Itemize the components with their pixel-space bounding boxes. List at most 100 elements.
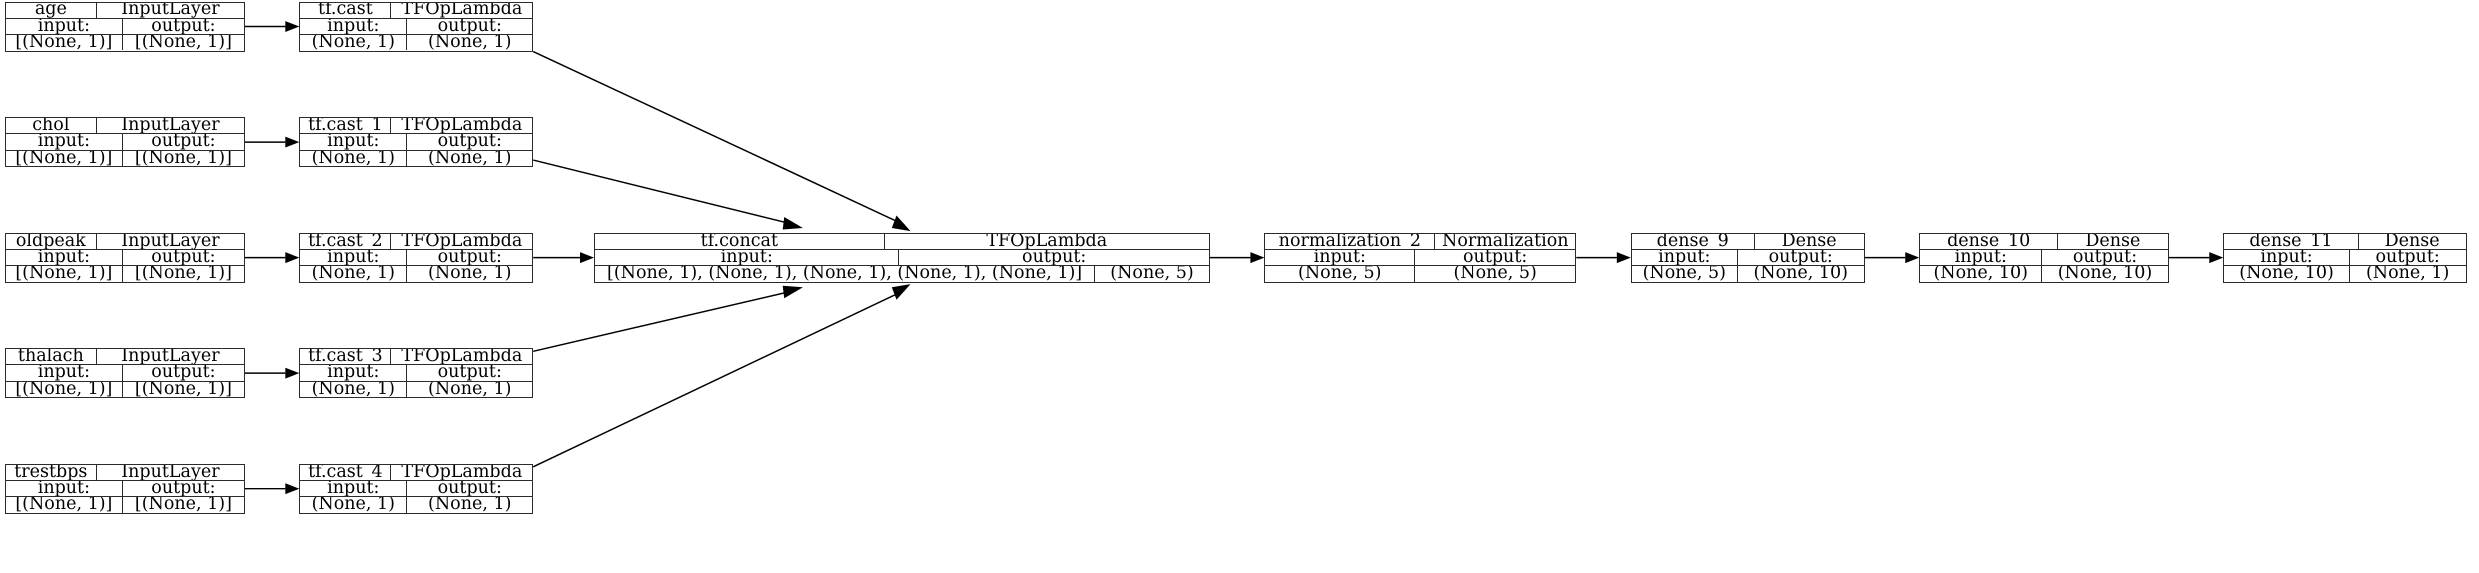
layer-class: InputLayer	[121, 118, 220, 134]
edge-tfcast2-to-concat	[533, 252, 595, 264]
edge-tfcast-to-concat	[532, 50, 911, 232]
edge-dense9-to-dense10	[1864, 252, 1920, 264]
input-label: input:	[2224, 249, 2350, 266]
input-shape: (None, 1)	[300, 497, 408, 513]
layer-class: Dense	[2384, 233, 2440, 249]
layer-name: tf.cast_2	[300, 233, 392, 249]
output-label: output:	[437, 18, 502, 35]
layer-class: InputLayer	[121, 233, 220, 249]
input-label: input:	[1920, 249, 2043, 266]
layer-name: chol	[6, 118, 97, 134]
edge-chol-to-tfcast1	[244, 136, 300, 148]
node-shape-row: (None, 1) (None, 1)	[300, 266, 532, 282]
node-io-row: input:output:	[300, 365, 533, 382]
input-label: input:	[6, 481, 124, 497]
node-io-row: input:output:	[300, 18, 533, 36]
input-shape: [(None, 1)]	[6, 35, 124, 51]
output-label: output:	[1022, 249, 1087, 266]
input-label: input:	[1632, 249, 1738, 266]
output-label: output:	[437, 134, 502, 150]
node-title-row: chol InputLayer	[5, 118, 244, 135]
output-label: output:	[437, 249, 502, 266]
input-shape: (None, 1)	[300, 381, 408, 398]
edge-tfcast3-to-concat	[533, 285, 803, 353]
input-shape: (None, 10)	[2224, 266, 2350, 282]
input-label: input:	[6, 18, 124, 35]
layer-name: thalach	[6, 349, 97, 365]
output-shape: [(None, 1)]	[134, 381, 232, 398]
output-shape: (None, 1)	[428, 266, 512, 282]
output-label: output:	[151, 18, 216, 35]
output-label: output:	[1768, 249, 1833, 266]
output-shape: (None, 5)	[1453, 266, 1537, 282]
node-io-row: input:output:	[5, 481, 244, 498]
output-shape: (None, 1)	[428, 35, 512, 51]
node-io-row: input: output:	[5, 18, 244, 36]
node-io-row: input:output:	[5, 134, 244, 151]
node-shape-row: (None, 5)(None, 5)	[1265, 266, 1575, 282]
input-shape: (None, 1)	[300, 150, 408, 167]
node-shape-row: (None, 5)(None, 10)	[1632, 266, 1864, 282]
edge-oldpeak-to-tfcast2	[244, 252, 300, 264]
node-io-row: input: output:	[1631, 249, 1864, 267]
input-label: input:	[300, 249, 408, 266]
layer-class: TFOpLambda	[986, 233, 1108, 249]
layer-name: trestbps	[6, 464, 97, 481]
input-label: input:	[6, 249, 124, 266]
input-label: input:	[300, 365, 408, 381]
layer-name: age	[6, 2, 97, 18]
output-shape: (None, 5)	[1110, 266, 1194, 282]
layer-name: tf.cast	[300, 2, 392, 18]
edge-tfcast4-to-concat	[532, 284, 911, 468]
input-shape: [(None, 1)]	[6, 150, 124, 167]
layer-name: tf.cast_4	[300, 464, 392, 481]
node-io-row: input:output:	[300, 481, 533, 498]
node-shape-row: [(None, 1), (None, 1), (None, 1), (None,…	[595, 266, 1209, 282]
input-shape: [(None, 1)]	[6, 266, 124, 282]
node-shape-row: (None, 1)(None, 1)	[300, 497, 532, 513]
output-shape: [(None, 1)]	[134, 35, 232, 51]
input-shape: (None, 1)	[300, 35, 408, 51]
layer-name: tf.cast_3	[300, 349, 392, 365]
node-io-row: input:output:	[2224, 249, 2466, 267]
input-shape: [(None, 1)]	[6, 381, 124, 398]
input-shape: (None, 10)	[1920, 266, 2043, 282]
layer-class: TFOpLambda	[401, 233, 523, 249]
node-shape-row: [(None, 1)][(None, 1)]	[6, 266, 244, 282]
node-io-row: input:output:	[595, 249, 1209, 267]
edge-concat-to-norm	[1209, 252, 1265, 264]
node-io-row: input:output:	[1920, 249, 2168, 267]
layer-name: dense_9	[1632, 233, 1755, 249]
layer-class: Normalization	[1442, 233, 1569, 249]
output-label: output:	[151, 249, 216, 266]
node-shape-row: [(None, 1)] [(None, 1)]	[6, 35, 244, 51]
input-shape: (None, 1)	[300, 266, 408, 282]
layer-name: oldpeak	[6, 233, 97, 249]
